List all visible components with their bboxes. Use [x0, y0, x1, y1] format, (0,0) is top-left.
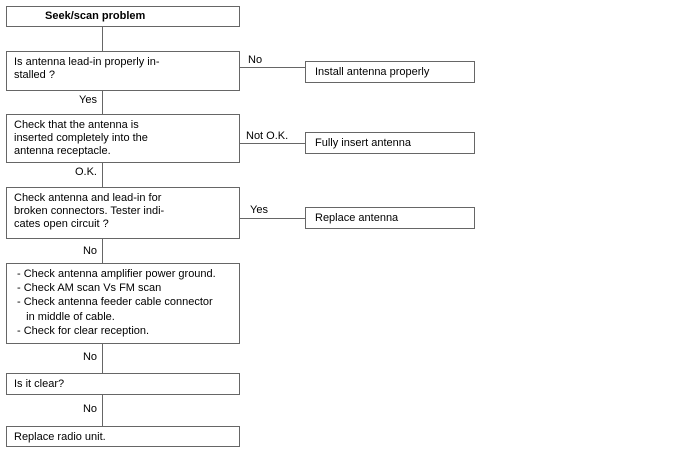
edge-label-leadin-no: No — [248, 54, 263, 66]
check-connectors-line: broken connectors. Tester indi- — [14, 205, 165, 217]
node-action-install: Install antenna properly — [305, 61, 475, 83]
connector-checklist-down — [102, 344, 103, 373]
edge-label-inserted-not-ok: Not O.K. — [246, 130, 289, 142]
checklist-item: - Check antenna amplifier power ground. — [17, 268, 216, 280]
edge-label-leadin-yes: Yes — [79, 94, 97, 106]
connector-leadin-right — [239, 67, 305, 68]
node-action-replace-antenna: Replace antenna — [305, 207, 475, 229]
node-check-inserted: Check that the antenna is inserted compl… — [6, 114, 240, 163]
edge-label-connectors-yes: Yes — [250, 204, 268, 216]
checklist-item: - Check for clear reception. — [17, 324, 150, 337]
check-connectors-line: Check antenna and lead-in for — [14, 192, 162, 204]
connector-connectors-right — [239, 218, 305, 219]
decision-leadin-line: stalled ? — [14, 69, 55, 81]
edge-label-checklist-no: No — [82, 351, 97, 363]
checklist-item: - Check antenna feeder cable connector — [17, 296, 213, 309]
connector-start-down — [102, 27, 103, 51]
connector-inserted-right — [239, 143, 305, 144]
node-checklist: - Check antenna amplifier power ground. … — [6, 263, 240, 344]
check-inserted-line: antenna receptacle. — [14, 145, 111, 157]
checklist-item: - Check AM scan Vs FM scan — [17, 282, 162, 295]
check-inserted-line: inserted completely into the — [14, 132, 148, 144]
check-connectors-line: cates open circuit ? — [14, 218, 109, 230]
connector-connectors-down — [102, 239, 103, 263]
connector-clear-down — [102, 395, 103, 426]
checklist-item: in middle of cable. — [17, 310, 115, 323]
node-check-connectors: Check antenna and lead-in for broken con… — [6, 187, 240, 239]
edge-label-inserted-ok: O.K. — [74, 166, 97, 178]
connector-inserted-down — [102, 163, 103, 187]
decision-leadin-line: Is antenna lead-in properly in- — [14, 56, 160, 68]
node-action-insert: Fully insert antenna — [305, 132, 475, 154]
connector-leadin-down — [102, 91, 103, 114]
edge-label-connectors-no: No — [82, 245, 97, 257]
node-decision-clear: Is it clear? — [6, 373, 240, 395]
edge-label-clear-no: No — [82, 403, 97, 415]
node-action-replace-radio: Replace radio unit. — [6, 426, 240, 447]
check-inserted-line: Check that the antenna is — [14, 119, 139, 131]
node-start: Seek/scan problem — [6, 6, 240, 27]
node-decision-leadin: Is antenna lead-in properly in- stalled … — [6, 51, 240, 91]
